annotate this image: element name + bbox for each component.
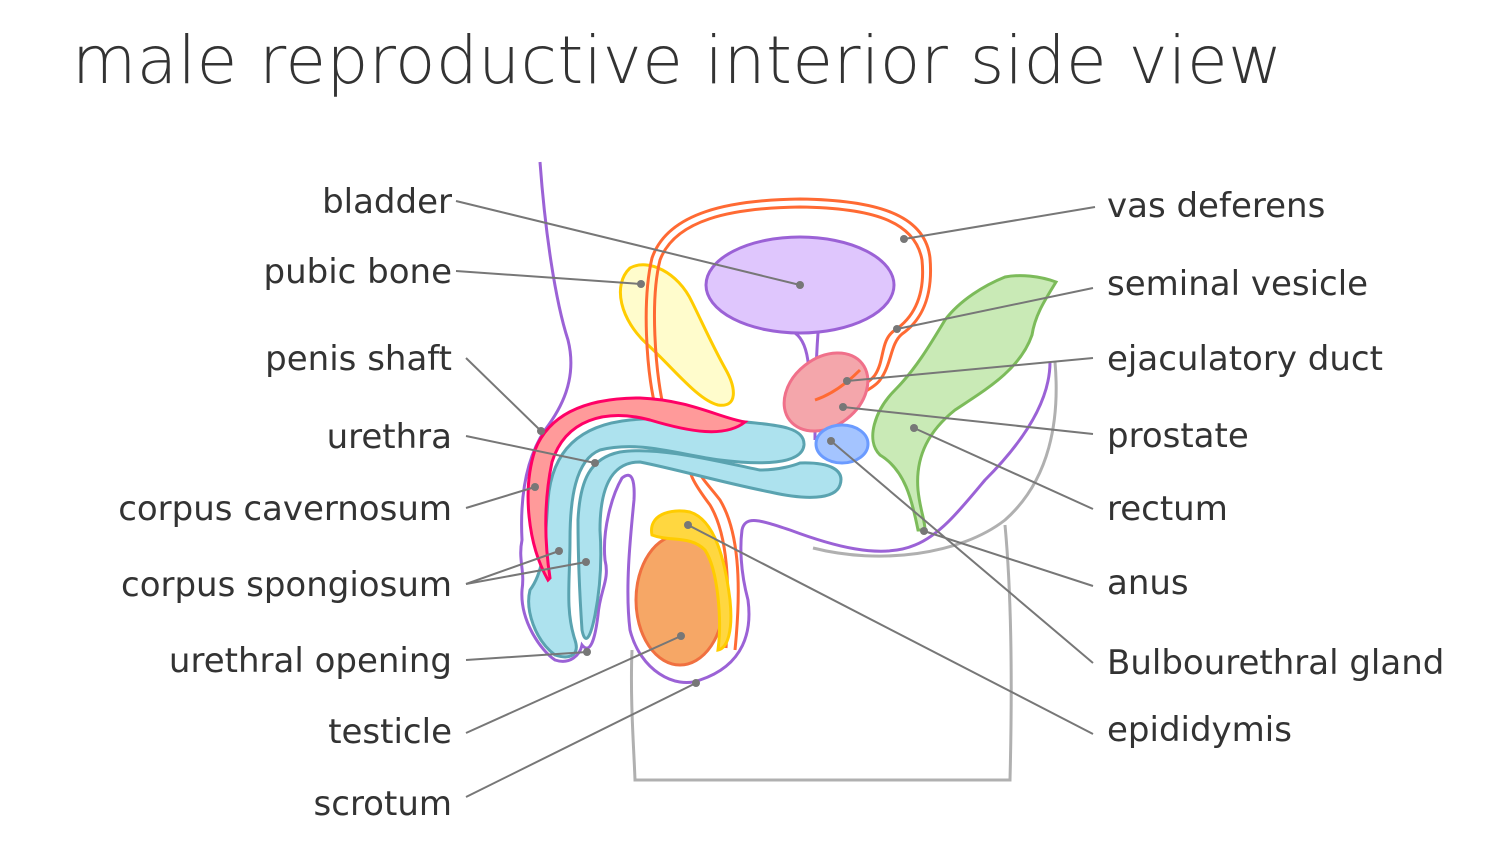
label-corpus-spongiosum: corpus spongiosum	[121, 565, 452, 605]
label-seminal-vesicle: seminal vesicle	[1107, 264, 1368, 304]
label-prostate: prostate	[1107, 416, 1249, 456]
label-rectum: rectum	[1107, 489, 1228, 529]
label-urethra: urethra	[327, 417, 452, 457]
diagram-title: male reproductive interior side view	[72, 22, 1283, 99]
body-outline	[519, 161, 1052, 685]
urethra	[576, 449, 843, 640]
prostate	[782, 351, 870, 433]
label-epididymis: epididymis	[1107, 710, 1292, 750]
label-corpus-cavernosum: corpus cavernosum	[118, 489, 452, 529]
epididymis	[650, 509, 733, 652]
bulbourethral-gland	[814, 423, 870, 465]
label-bladder: bladder	[322, 182, 452, 222]
leader-dots	[531, 235, 928, 687]
buttock-outline	[812, 361, 1058, 558]
label-pubic-bone: pubic bone	[263, 252, 452, 292]
leader-lines	[455, 200, 1096, 798]
label-vas-deferens: vas deferens	[1107, 186, 1325, 226]
label-scrotum: scrotum	[314, 784, 452, 824]
label-penis-shaft: penis shaft	[265, 339, 452, 379]
label-ejaculatory-duct: ejaculatory duct	[1107, 339, 1383, 379]
label-urethral-opening: urethral opening	[169, 641, 452, 681]
label-testicle: testicle	[328, 712, 452, 752]
ejaculatory-duct	[814, 368, 862, 402]
pubic-bone	[618, 263, 735, 407]
corpus-spongiosum	[527, 416, 806, 659]
label-anus: anus	[1107, 563, 1189, 603]
label-bulbourethral-gland: Bulbourethral gland	[1107, 643, 1444, 683]
